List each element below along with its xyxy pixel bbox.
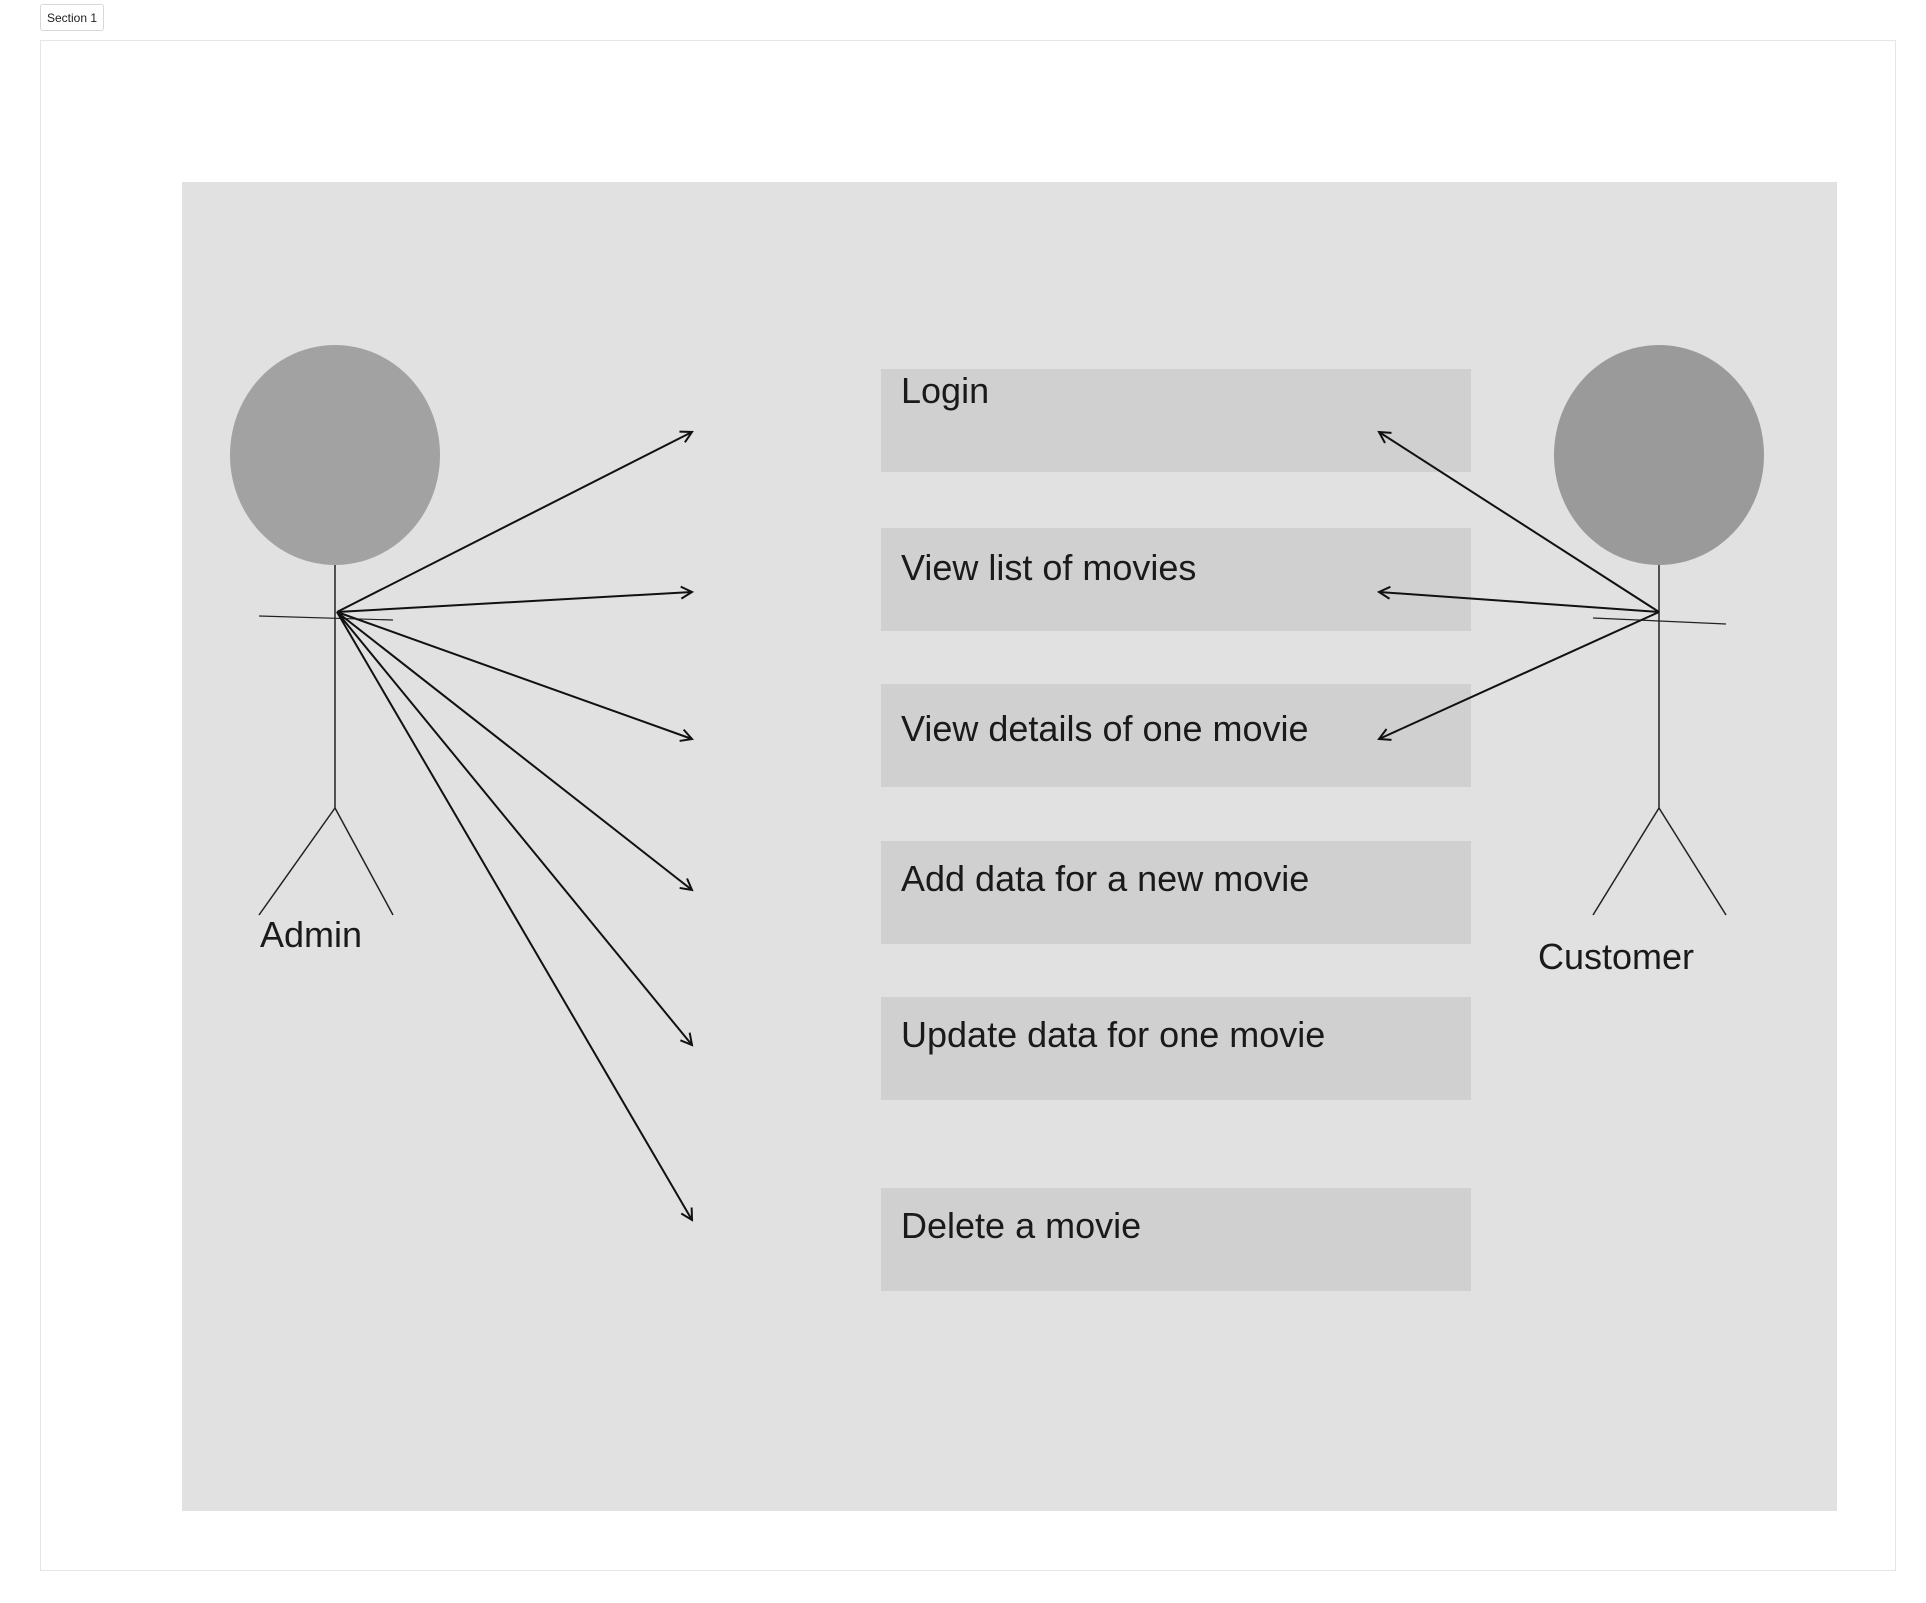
usecase-add-data-for-a-new-movie[interactable]: Add data for a new movie [881,841,1471,944]
usecase-update-data-label: Update data for one movie [901,1014,1326,1055]
usecase-login[interactable]: Login [881,369,1471,472]
actor-customer-label: Customer [1538,936,1695,977]
actor-admin-right-leg [334,807,394,916]
usecase-delete-label: Delete a movie [901,1205,1142,1246]
actor-customer-left-leg [1592,807,1660,916]
actor-admin-left-leg [258,807,336,916]
usecase-update-data-for-one-movie[interactable]: Update data for one movie [881,997,1471,1100]
section-tab[interactable]: Section 1 [40,4,105,31]
usecase-add-data-label: Add data for a new movie [901,858,1310,899]
usecase-login-label: Login [901,370,990,411]
actor-admin-head [230,345,440,565]
usecase-view-list-label: View list of movies [901,547,1197,588]
diagram-canvas: Admin Customer Login View list of movies… [182,182,1837,1511]
section-frame: Admin Customer Login View list of movies… [40,40,1896,1571]
actor-admin-arms [258,615,394,621]
usecase-view-details-label: View details of one movie [901,708,1309,749]
usecase-view-details-of-one-movie[interactable]: View details of one movie [881,684,1471,787]
actor-admin-label: Admin [260,914,363,955]
actor-customer-head [1554,345,1764,565]
actor-customer-right-leg [1658,807,1727,916]
usecase-view-list-of-movies[interactable]: View list of movies [881,528,1471,631]
usecase-delete-a-movie[interactable]: Delete a movie [881,1188,1471,1291]
